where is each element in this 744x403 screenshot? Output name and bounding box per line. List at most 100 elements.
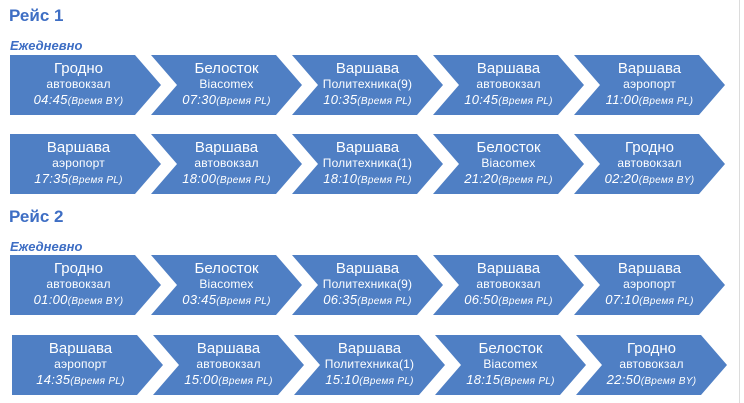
stop-time: 10:45 [464, 92, 499, 107]
stop-time: 01:00 [33, 292, 68, 307]
stop-place: аэропорт [623, 277, 676, 291]
stop-city: Белосток [476, 139, 541, 156]
stop-city: Гродно [53, 260, 103, 277]
stop-time-line: 07:30(Время PL) [182, 92, 271, 110]
stop-time: 22:50 [606, 372, 641, 387]
stop-place: Политехника(1) [322, 156, 413, 170]
stop-time: 18:10 [323, 171, 358, 186]
stop-city: Варшава [476, 260, 541, 277]
stop-place: Политехника(9) [322, 277, 413, 291]
stop-time-zone: (Время PL) [357, 296, 412, 307]
stop-place: автовокзал [194, 156, 259, 170]
stop-place: аэропорт [623, 77, 676, 91]
page-right-border [739, 0, 740, 403]
stop-time: 06:50 [464, 292, 499, 307]
stop-time-zone: (Время PL) [498, 96, 553, 107]
stop-time: 14:35 [36, 372, 71, 387]
stop-time-line: 10:35(Время PL) [323, 92, 412, 110]
stop-time-line: 04:45(Время BY) [34, 92, 124, 110]
stop-city: Варшава [476, 60, 541, 77]
stop-time-zone: (Время PL) [357, 175, 412, 186]
stop-place: Biacomex [199, 277, 254, 291]
stop-place: аэропорт [52, 156, 105, 170]
route-1-title: Рейс 1 [9, 6, 64, 25]
stop-place: аэропорт [54, 357, 107, 371]
stop-time-zone: (Время BY) [67, 296, 124, 307]
stop-city: Белосток [194, 60, 259, 77]
route-1-frequency: Ежедневно [10, 38, 83, 53]
stop-time: 04:45 [33, 92, 68, 107]
stop-time-zone: (Время BY) [67, 96, 124, 107]
stop-city: Варшава [196, 340, 261, 357]
stop-time: 18:15 [466, 372, 501, 387]
stop-time-line: 06:35(Время PL) [323, 292, 412, 310]
stop-city: Гродно [624, 139, 674, 156]
stop-city: Варшава [335, 139, 400, 156]
stop-time-line: 11:00(Время PL) [606, 92, 694, 110]
stop-time: 06:35 [323, 292, 358, 307]
stop-time: 15:00 [184, 372, 219, 387]
stop-city: Гродно [626, 340, 676, 357]
stop-city: Варшава [335, 260, 400, 277]
stop-place: автовокзал [46, 77, 111, 91]
stop-time-zone: (Время PL) [68, 175, 123, 186]
stop-city: Белосток [478, 340, 543, 357]
stop-place: автовокзал [46, 277, 111, 291]
stop-time-line: 15:10(Время PL) [325, 372, 414, 390]
stop-time-line: 18:00(Время PL) [182, 171, 271, 189]
route-2-title: Рейс 2 [9, 207, 64, 226]
stop-time: 21:20 [464, 171, 499, 186]
stop-city: Гродно [53, 60, 103, 77]
stop-time-line: 10:45(Время PL) [464, 92, 553, 110]
stop-time-line: 17:35(Время PL) [34, 171, 123, 189]
stop-time-line: 21:20(Время PL) [464, 171, 553, 189]
stop-time-line: 22:50(Время BY) [607, 372, 697, 390]
stop-time-zone: (Время PL) [639, 296, 694, 307]
stop-city: Варшава [337, 340, 402, 357]
stop-time-zone: (Время PL) [216, 296, 271, 307]
stop-time-zone: (Время PL) [359, 376, 414, 387]
stop-place: Политехника(9) [322, 77, 413, 91]
stop-time: 18:00 [182, 171, 217, 186]
stop-time: 07:30 [182, 92, 217, 107]
stop-city: Варшава [617, 60, 682, 77]
stop-time-line: 03:45(Время PL) [182, 292, 271, 310]
stop-time-line: 14:35(Время PL) [36, 372, 125, 390]
stop-place: автовокзал [617, 156, 682, 170]
stop-time: 17:35 [34, 171, 69, 186]
stop-city: Варшава [194, 139, 259, 156]
stop-city: Белосток [194, 260, 259, 277]
stop-time: 15:10 [325, 372, 360, 387]
stop-time-line: 07:10(Время PL) [605, 292, 694, 310]
stop-time-zone: (Время PL) [498, 175, 553, 186]
stop-city: Варшава [46, 139, 111, 156]
stop-place: Biacomex [483, 357, 538, 371]
stop-place: Biacomex [481, 156, 536, 170]
stop-city: Варшава [48, 340, 113, 357]
stop-time-line: 06:50(Время PL) [464, 292, 553, 310]
stop-time-zone: (Время BY) [638, 175, 695, 186]
stop-time-zone: (Время PL) [216, 96, 271, 107]
